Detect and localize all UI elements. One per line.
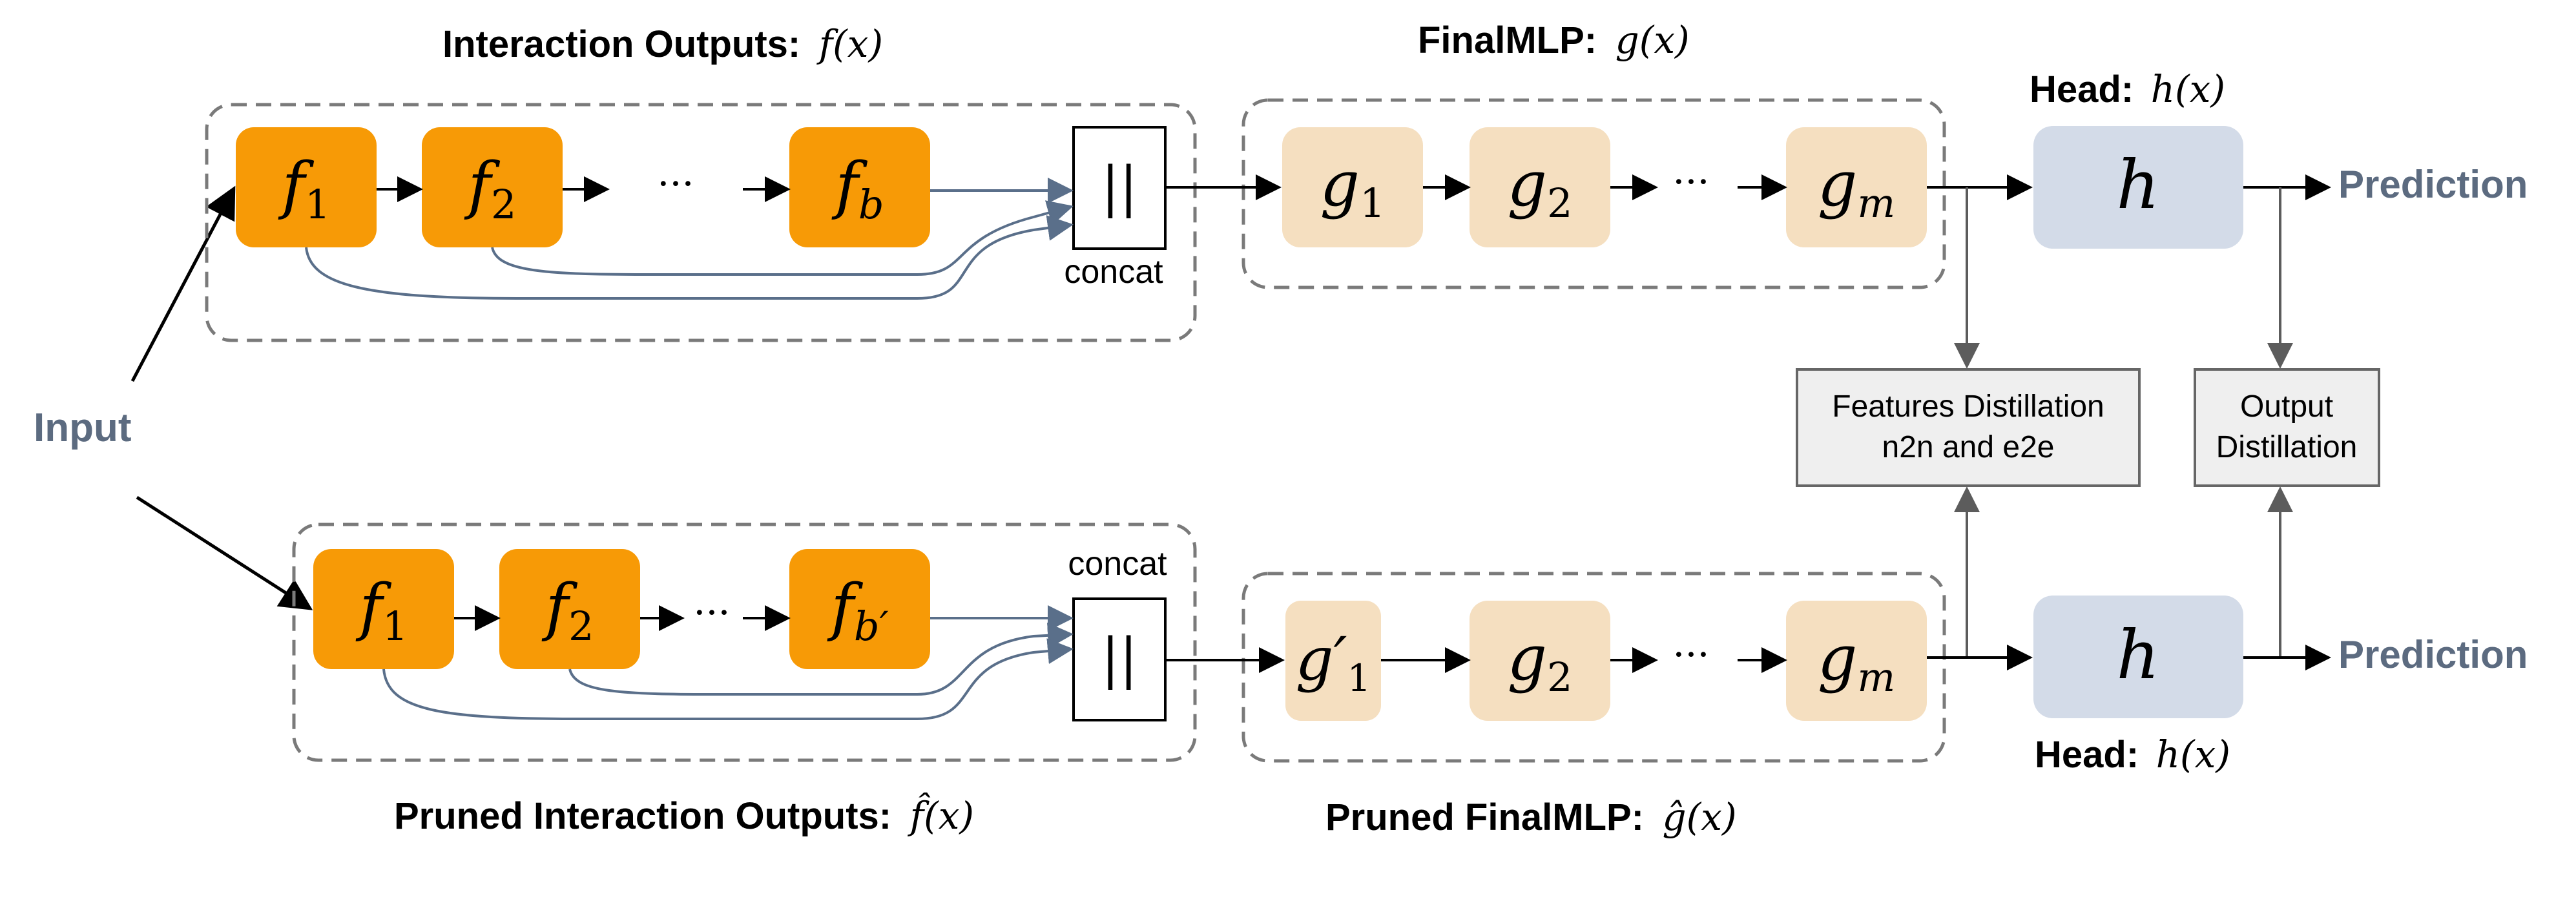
svg-text:Output: Output [2240,389,2333,424]
bottom-skip-f2-concat [568,622,1074,696]
bottom-interaction-group [292,523,1197,762]
top-finalmlp-group [1241,98,1946,289]
input-label: Input [34,406,132,450]
bottom-skip-f1-concat [382,638,1074,720]
top-prediction-label: Prediction [2338,163,2528,206]
bottom-finalmlp-group [1241,572,1946,763]
svg-text:Features Distillation: Features Distillation [1832,389,2104,424]
top-f-block-b: fb [789,127,930,247]
top-concat-label: concat [1064,253,1163,291]
top-interaction-group [205,103,1197,342]
bottom-f-block-b-prime: fb′ [789,549,930,669]
bottom-concat-symbol: || [1101,627,1138,690]
svg-text:gm: gm [1818,148,1895,227]
bottom-head-block: h [2033,596,2243,718]
svg-text:g′1: g′1 [1296,625,1371,700]
input-arrow-top [130,185,236,382]
top-g-block-m: gm [1786,127,1927,247]
bottom-concat-box [1072,597,1167,721]
bottom-prediction-label: Prediction [2338,633,2528,676]
output-distillation-box: Output Distillation [2194,368,2380,487]
svg-text:g2: g2 [1508,148,1573,227]
bottom-concat-label: concat [1068,545,1167,583]
top-concat-box [1072,126,1167,250]
svg-text:fb: fb [831,149,884,228]
top-skip-f2-concat [491,200,1074,276]
svg-text:h: h [2117,145,2160,224]
bottom-g-ellipsis: ··· [1672,632,1709,678]
svg-text:n2n and e2e: n2n and e2e [1882,430,2055,464]
bottom-g-block-m: gm [1786,601,1927,721]
bottom-g-block-1-prime: g′1 [1285,601,1381,721]
bottom-interaction-title: Pruned Interaction Outputs: f̂(x) [394,792,974,838]
features-distillation-box: Features Distillation n2n and e2e [1796,368,2141,487]
top-g-ellipsis: ··· [1672,160,1709,205]
bottom-head-title: Head: h(x) [2035,732,2230,776]
svg-text:Distillation: Distillation [2216,430,2358,464]
top-finalmlp-title: FinalMLP: g(x) [1418,18,1690,62]
bottom-finalmlp-title: Pruned FinalMLP: ĝ(x) [1325,795,1737,839]
top-head-block: h [2033,126,2243,249]
bottom-f-ellipsis: ··· [693,590,730,636]
top-g-block-2: g2 [1470,127,1610,247]
bottom-g-block-2: g2 [1470,601,1610,721]
top-head-title: Head: h(x) [2030,67,2225,111]
top-f-ellipsis: ··· [657,161,694,207]
top-g-block-1: g1 [1282,127,1423,247]
input-arrow-bottom [136,495,313,610]
svg-text:h: h [2117,616,2160,694]
top-interaction-title: Interaction Outputs: f(x) [442,22,883,66]
svg-text:g2: g2 [1508,622,1573,701]
top-f-block-1: f1 [236,127,377,247]
svg-text:g1: g1 [1320,148,1386,227]
bottom-f-block-1: f1 [313,549,454,669]
bottom-f-block-2: f2 [499,549,640,669]
svg-text:gm: gm [1818,622,1895,701]
top-skip-f1-concat [305,215,1074,300]
top-concat-symbol: || [1101,155,1138,218]
top-f-block-2: f2 [422,127,563,247]
